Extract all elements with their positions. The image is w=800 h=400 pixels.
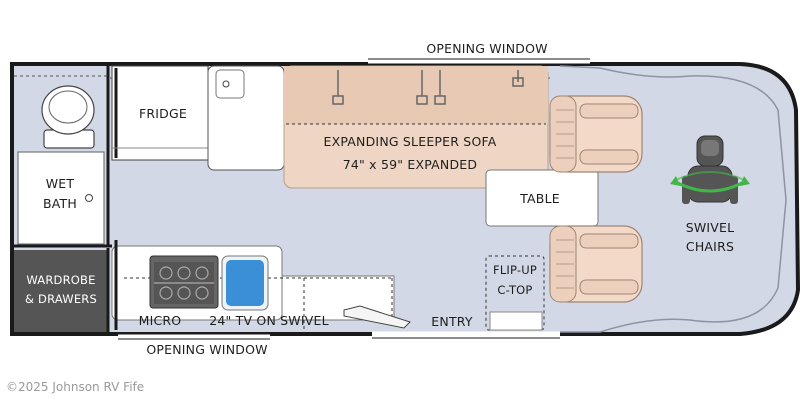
fridge xyxy=(111,65,209,161)
swivel-arrow-icon xyxy=(670,171,750,193)
swivel-chairs-label-line2: CHAIRS xyxy=(685,239,735,254)
opening-window-top-label: OPENING WINDOW xyxy=(426,41,548,56)
wardrobe-label-line2: & DRAWERS xyxy=(25,292,97,306)
tv-on-swivel xyxy=(221,255,269,311)
wardrobe-drawers xyxy=(14,248,110,332)
sleeper-sofa-label-line2: 74" x 59" EXPANDED xyxy=(342,157,478,172)
opening-window-top xyxy=(368,58,590,64)
flip-up-c-top xyxy=(485,255,545,331)
flip-up-label-line2: C-TOP xyxy=(497,283,533,297)
stove-icon xyxy=(149,255,219,309)
wardrobe-label-line1: WARDROBE xyxy=(26,273,96,287)
sleeper-sofa-label-line1: EXPANDING SLEEPER SOFA xyxy=(323,134,497,149)
opening-window-bottom xyxy=(118,334,270,340)
swivel-chair-bottom xyxy=(549,225,643,303)
table xyxy=(485,169,599,227)
drain-icon xyxy=(85,194,93,202)
swivel-seat-icon xyxy=(682,135,738,204)
micro-label: MICRO xyxy=(138,313,182,328)
entry-label: ENTRY xyxy=(431,314,473,329)
copyright-text: ©2025 Johnson RV Fife xyxy=(6,380,145,394)
entry-step xyxy=(343,305,411,329)
swivel-chairs-label-line1: SWIVEL xyxy=(685,220,735,235)
cab-outline xyxy=(559,65,787,333)
table-label: TABLE xyxy=(520,191,560,206)
sleeper-sofa xyxy=(283,65,549,189)
wet-bath-label-line2: BATH xyxy=(43,196,77,211)
wet-bath-label-line1: WET xyxy=(45,176,75,191)
opening-window-bottom-label: OPENING WINDOW xyxy=(146,342,268,357)
flip-up-label-line1: FLIP-UP xyxy=(493,263,537,277)
fridge-label: FRIDGE xyxy=(139,106,187,121)
toilet-icon xyxy=(41,85,95,149)
swivel-chair-top xyxy=(549,95,643,173)
tv-label: 24" TV ON SWIVEL xyxy=(209,313,329,328)
galley-counter-top xyxy=(207,65,285,171)
